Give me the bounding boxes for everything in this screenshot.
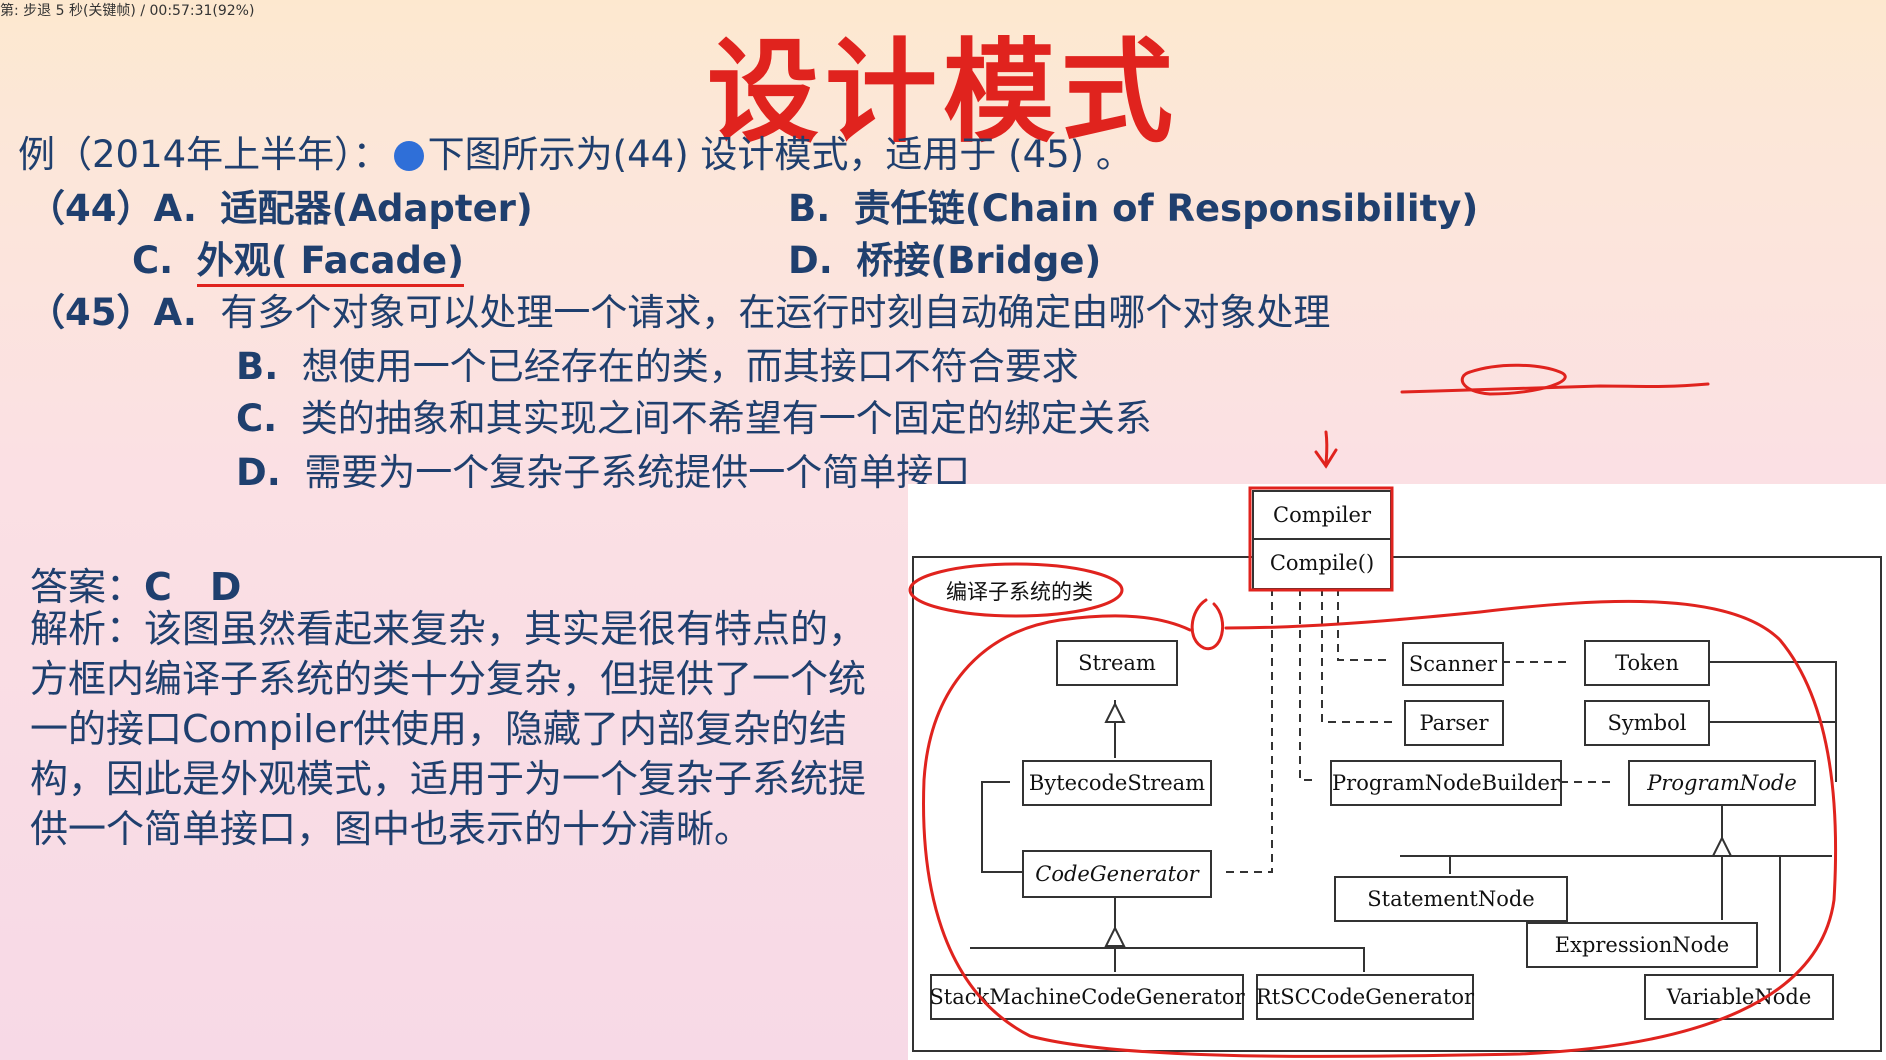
compiler-class: Compiler Compile()	[1252, 490, 1392, 590]
class-scanner: Scanner	[1402, 642, 1504, 686]
q45-option-c: C. 类的抽象和其实现之间不希望有一个固定的绑定关系	[236, 397, 1152, 440]
class-token: Token	[1584, 640, 1710, 686]
bullet-dot-icon	[393, 141, 424, 171]
class-expression-node: ExpressionNode	[1526, 922, 1758, 968]
q44-option-a: （44）A. 适配器(Adapter)	[28, 187, 533, 230]
class-code-generator: CodeGenerator	[1022, 850, 1212, 898]
class-program-node-builder: ProgramNodeBuilder	[1330, 760, 1562, 806]
slide-title: 设计模式	[707, 27, 1179, 158]
compiler-class-name: Compiler	[1254, 492, 1390, 540]
q45-label: （45）	[28, 291, 154, 334]
q45-option-d: D. 需要为一个复杂子系统提供一个简单接口	[236, 451, 971, 494]
class-risc-code-generator: RtSCCodeGenerator	[1256, 974, 1474, 1020]
answer-label: 答案：	[30, 565, 145, 609]
subsystem-label: 编译子系统的类	[946, 580, 1093, 604]
class-parser: Parser	[1404, 700, 1504, 746]
q44-option-d: D. 桥接(Bridge)	[788, 239, 1102, 282]
q45-option-a: （45）A. 有多个对象可以处理一个请求，在运行时刻自动确定由哪个对象处理	[28, 291, 1331, 334]
class-bytecode-stream: BytecodeStream	[1022, 760, 1212, 806]
class-program-node: ProgramNode	[1628, 760, 1816, 806]
q44-option-b: B. 责任链(Chain of Responsibility)	[788, 187, 1479, 230]
q44-label: （44）	[28, 187, 154, 230]
class-stream: Stream	[1056, 640, 1178, 686]
answer-line: 答案：C D	[30, 556, 241, 611]
analysis-text: 解析：该图虽然看起来复杂，其实是很有特点的，方框内编译子系统的类十分复杂，但提供…	[30, 607, 867, 851]
class-statement-node: StatementNode	[1334, 876, 1568, 922]
question-prefix: 例（2014年上半年）：	[18, 133, 390, 176]
playback-status: 第: 步退 5 秒(关键帧) / 00:57:31(92%)	[0, 3, 255, 19]
question-line: 例（2014年上半年）： 下图所示为(44) 设计模式，适用于 (45) 。	[18, 124, 1133, 178]
question-text: 下图所示为(44) 设计模式，适用于 (45) 。	[427, 133, 1133, 176]
q44-option-c: C. 外观( Facade)	[132, 230, 465, 287]
q44-answer-underlined: 外观( Facade)	[196, 239, 465, 287]
class-variable-node: VariableNode	[1644, 974, 1834, 1020]
compiler-class-operation: Compile()	[1269, 551, 1375, 575]
q45-option-b: B. 想使用一个已经存在的类，而其接口不符合要求	[236, 345, 1079, 388]
class-stack-machine-code-generator: StackMachineCodeGenerator	[929, 974, 1245, 1020]
answer-value: C D	[144, 565, 242, 609]
class-symbol: Symbol	[1584, 700, 1710, 746]
